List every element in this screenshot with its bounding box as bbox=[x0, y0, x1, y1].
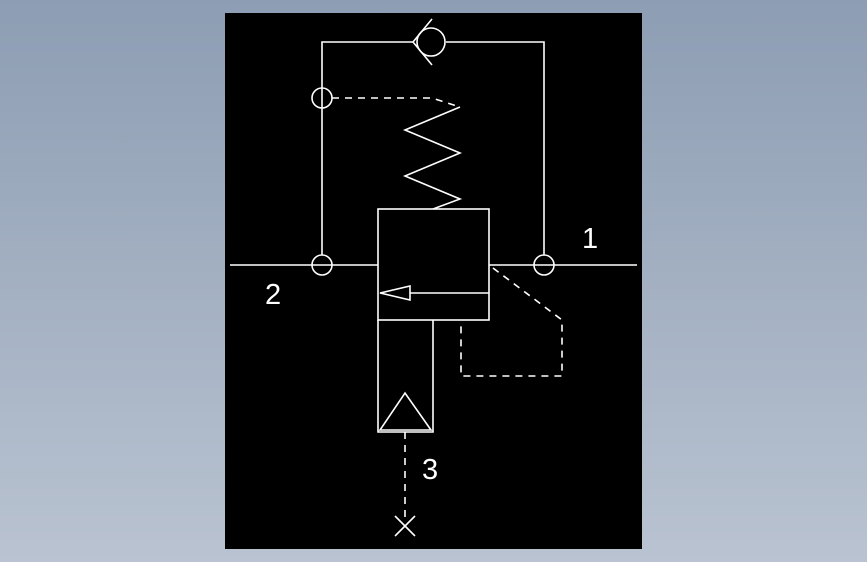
valve-body bbox=[377, 208, 490, 321]
flow-arrow-head bbox=[379, 284, 411, 302]
actuator-triangle bbox=[378, 391, 433, 431]
actuator-body bbox=[377, 320, 434, 433]
port-label-1: 1 bbox=[582, 223, 598, 255]
port-label-3: 3 bbox=[422, 454, 438, 486]
check-valve-ball bbox=[416, 27, 446, 57]
bypass-line bbox=[321, 41, 414, 255]
spring bbox=[402, 106, 463, 210]
pilot-line-upper bbox=[332, 97, 461, 108]
drawing-canvas bbox=[225, 13, 642, 549]
port-label-2: 2 bbox=[265, 279, 281, 311]
bypass-line-right bbox=[446, 41, 545, 255]
plug-x-b bbox=[394, 515, 416, 537]
pilot-line-feedback bbox=[460, 267, 563, 377]
check-valve-seat bbox=[411, 18, 433, 66]
